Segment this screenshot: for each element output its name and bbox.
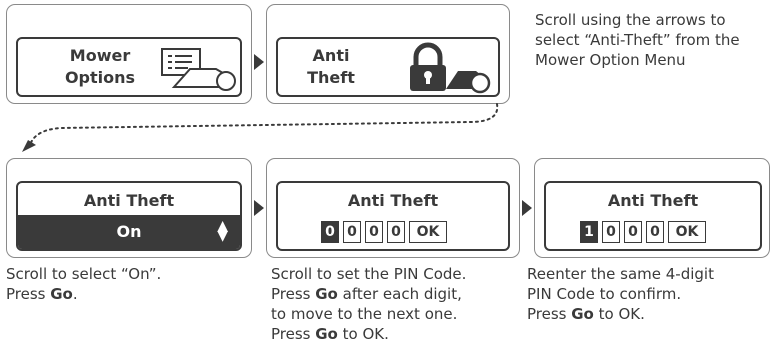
step-arrow — [254, 54, 264, 70]
pin-digit-4[interactable]: 0 — [387, 221, 405, 243]
pin-entry-screen[interactable]: Anti Theft 0 0 0 0 OK — [276, 181, 510, 251]
lock-mower-icon — [406, 41, 496, 95]
anti-theft-menu-screen[interactable]: Anti Theft — [276, 37, 500, 97]
value-selector[interactable]: On ▲▼ — [18, 215, 240, 249]
mower-options-screen[interactable]: Mower Options — [16, 37, 242, 97]
pin-confirm-step-frame: Anti Theft 1 0 0 0 OK — [534, 158, 770, 258]
theft-on-screen[interactable]: Anti Theft On ▲▼ — [16, 181, 242, 251]
pin-entry-title: Anti Theft — [347, 191, 439, 210]
caption-step-pin: Scroll to set the PIN Code. Press Go aft… — [271, 265, 467, 343]
pin-digit-1[interactable]: 0 — [321, 221, 339, 243]
confirm-digit-1[interactable]: 1 — [580, 221, 598, 243]
pin-entry-step-frame: Anti Theft 0 0 0 0 OK — [266, 158, 520, 258]
theft-on-step-frame: Anti Theft On ▲▼ — [6, 158, 252, 258]
caption-step-on: Scroll to select “On”. Press Go. — [6, 265, 162, 303]
instruction-top: Scroll using the arrows to select “Anti-… — [535, 11, 740, 69]
confirm-digit-4[interactable]: 0 — [646, 221, 664, 243]
mower-options-step-frame: Mower Options — [6, 4, 252, 104]
caption-step-confirm: Reenter the same 4-digit PIN Code to con… — [527, 265, 714, 323]
mower-options-icon — [160, 47, 240, 91]
step-arrow — [522, 200, 532, 216]
up-down-arrows-icon[interactable]: ▲▼ — [217, 218, 228, 244]
pin-digit-2[interactable]: 0 — [343, 221, 361, 243]
step-arrow — [254, 200, 264, 216]
pin-ok-button[interactable]: OK — [409, 221, 447, 243]
anti-theft-step-frame: Anti Theft — [266, 4, 510, 104]
value-on: On — [116, 222, 142, 241]
confirm-digit-2[interactable]: 0 — [602, 221, 620, 243]
anti-theft-label: Anti Theft — [307, 46, 355, 87]
pin-confirm-digits: 1 0 0 0 OK — [580, 221, 706, 243]
pin-confirm-title: Anti Theft — [607, 191, 699, 210]
mower-options-label: Mower Options — [64, 46, 136, 87]
theft-on-title: Anti Theft — [83, 191, 175, 210]
confirm-digit-3[interactable]: 0 — [624, 221, 642, 243]
pin-digit-3[interactable]: 0 — [365, 221, 383, 243]
pin-confirm-screen[interactable]: Anti Theft 1 0 0 0 OK — [544, 181, 762, 251]
pin-digits: 0 0 0 0 OK — [321, 221, 447, 243]
confirm-ok-button[interactable]: OK — [668, 221, 706, 243]
